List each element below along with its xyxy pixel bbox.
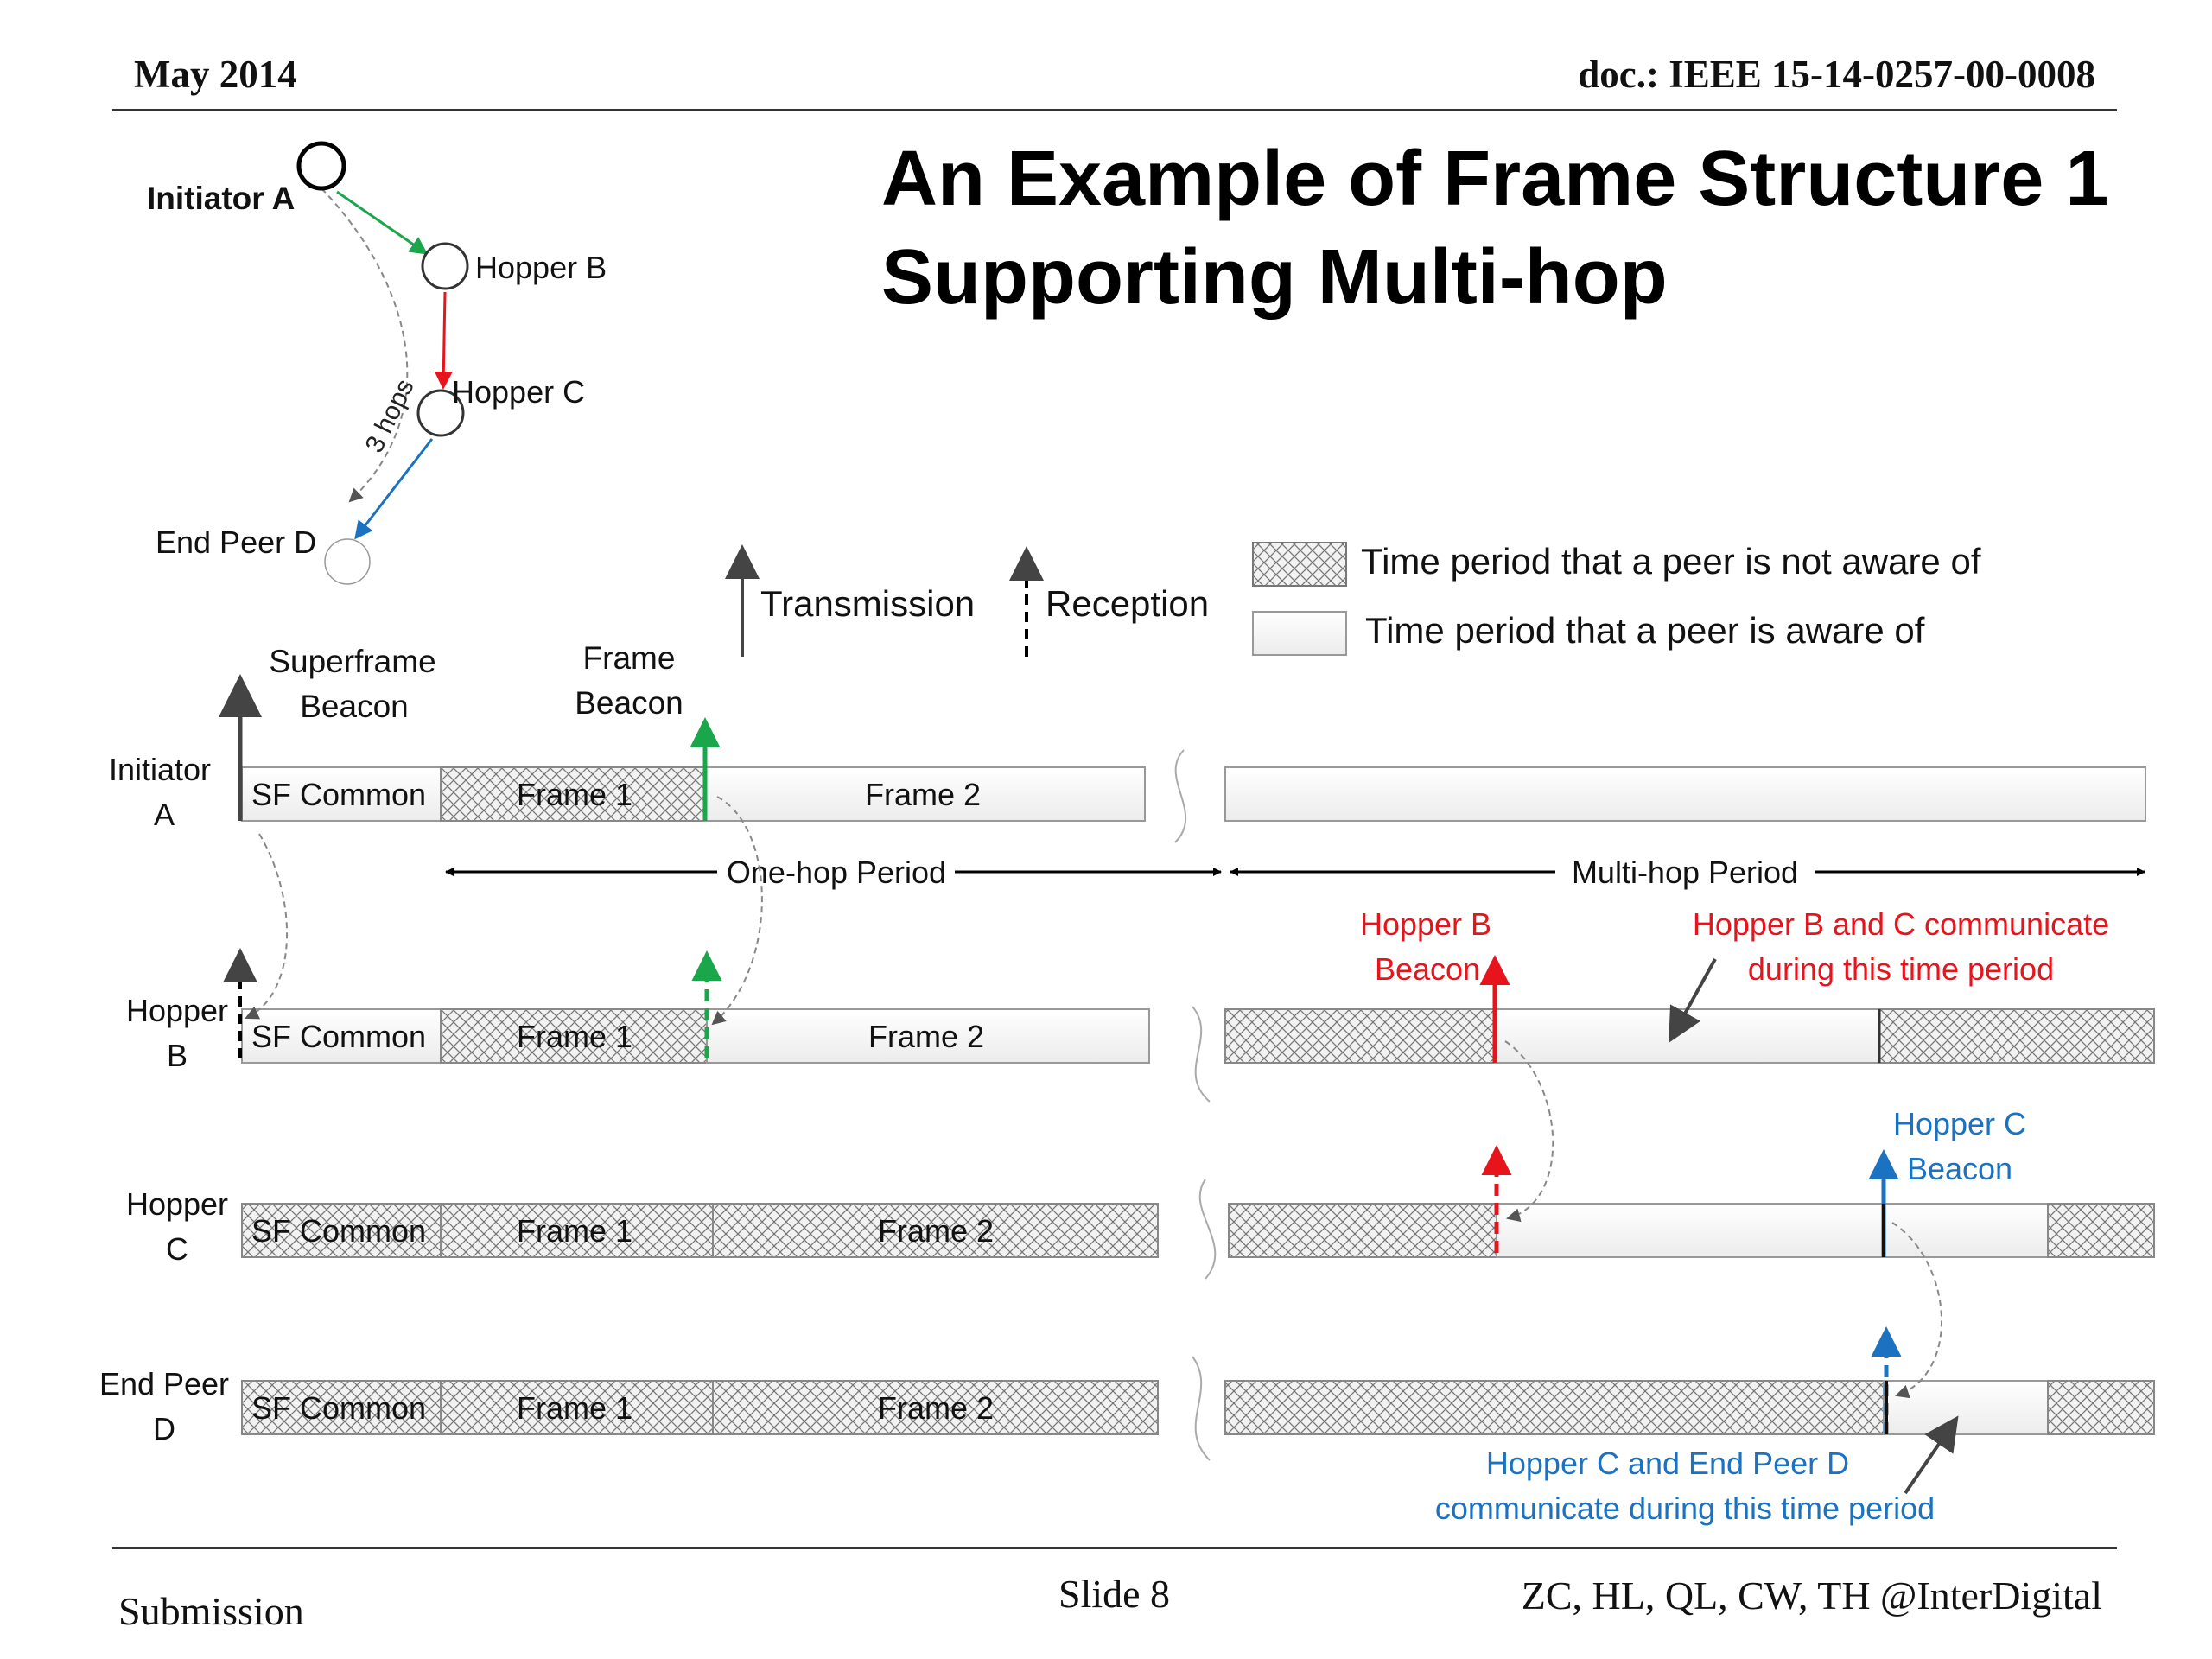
row-a-label-2: A	[154, 797, 175, 832]
row-d-frame2	[712, 1380, 1159, 1435]
row-c-sf-common-label: SF Common	[251, 1213, 426, 1249]
header-doc-id: doc.: IEEE 15-14-0257-00-0008	[1578, 53, 2095, 96]
hopper-cd-note-pointer	[1904, 1415, 1959, 1495]
node-b-label: Hopper B	[475, 250, 607, 285]
row-c-bars: SF Common Frame 1 Frame 2	[241, 1040, 2155, 1280]
row-b-label-1: Hopper	[126, 993, 228, 1028]
row-b-frame1	[440, 1008, 708, 1064]
row-b-break	[1192, 1006, 1211, 1103]
node-c-label: Hopper C	[452, 374, 585, 410]
hopper-cd-note-2: communicate during this time period	[1435, 1491, 1935, 1526]
slide-title-line1: An Example of Frame Structure 1	[881, 136, 2109, 222]
row-d-sf-common	[241, 1380, 442, 1435]
row-d-label-2: D	[153, 1411, 175, 1446]
row-c-multi-aware	[1496, 1203, 2049, 1258]
row-b-label-2: B	[167, 1038, 188, 1073]
footer-authors: ZC, HL, QL, CW, TH @InterDigital	[1521, 1573, 2102, 1618]
legend-aware-label: Time period that a peer is aware of	[1365, 610, 1925, 651]
hopper-cd-note-1: Hopper C and End Peer D	[1486, 1446, 1849, 1481]
node-d	[324, 538, 371, 585]
hopper-b-beacon-relay-curve	[1504, 1040, 1554, 1223]
row-c-multi-hatch1	[1228, 1203, 1497, 1258]
row-c-frame2	[712, 1203, 1159, 1258]
legend-transmission-label: Transmission	[760, 583, 975, 624]
one-hop-period-label: One-hop Period	[727, 855, 946, 890]
hopper-bc-note-pointer	[1669, 958, 1717, 1043]
row-d-label-1: End Peer	[99, 1366, 229, 1402]
row-c-label-2: C	[166, 1231, 188, 1267]
hopper-b-beacon-label-1: Hopper B	[1360, 906, 1491, 942]
row-b-multi-hatch1	[1224, 1008, 1496, 1064]
row-a-bars: SF Common Frame 1 Frame 2	[219, 674, 2146, 843]
superframe-beacon-label-1: Superframe	[269, 644, 435, 679]
node-b	[421, 242, 469, 290]
hops-label: 3 hops	[360, 375, 420, 457]
hopper-b-beacon-label-2: Beacon	[1375, 951, 1480, 987]
row-a-label-1: Initiator	[109, 752, 211, 787]
row-d-frame2-label: Frame 2	[878, 1390, 994, 1426]
node-d-label: End Peer D	[156, 524, 316, 560]
slide-title-line2: Supporting Multi-hop	[881, 234, 1668, 321]
footer-rule	[112, 1547, 2117, 1549]
row-b-sf-common-label: SF Common	[251, 1019, 426, 1054]
row-b-multi-hatch2	[1878, 1008, 2155, 1064]
row-a-multihop	[1224, 766, 2146, 822]
node-c	[416, 389, 465, 437]
footer-submission: Submission	[118, 1589, 304, 1633]
frame-beacon-label-1: Frame	[583, 640, 676, 676]
legend-reception-label: Reception	[1046, 583, 1209, 624]
hopper-c-beacon-label-1: Hopper C	[1893, 1106, 2026, 1141]
legend-aware-swatch	[1252, 611, 1347, 656]
link-b-c	[434, 291, 453, 390]
row-d-multi-hatch2	[2047, 1380, 2155, 1435]
row-b-frame2-label: Frame 2	[868, 1019, 984, 1054]
hopper-c-beacon-label-2: Beacon	[1907, 1151, 2012, 1186]
hopper-bc-note-1: Hopper B and C communicate	[1693, 906, 2109, 942]
legend-not-aware-label: Time period that a peer is not aware of	[1361, 541, 1981, 582]
row-a-frame1	[440, 766, 705, 822]
header-date: May 2014	[134, 53, 297, 96]
header-rule	[112, 109, 2117, 111]
row-d-bars: SF Common Frame 1 Frame 2	[241, 1222, 2155, 1461]
legend-not-aware-swatch	[1252, 542, 1347, 587]
row-c-frame1	[440, 1203, 714, 1258]
row-d-frame1-label: Frame 1	[517, 1390, 632, 1426]
row-d-sf-common-label: SF Common	[251, 1390, 426, 1426]
row-a-frame1-label: Frame 1	[517, 777, 632, 812]
row-b-frame2	[706, 1008, 1150, 1064]
node-a	[296, 141, 346, 191]
periods: One-hop Period Multi-hop Period	[445, 855, 2145, 890]
sf-beacon-relay-curve	[245, 833, 289, 1020]
link-a-b	[336, 190, 429, 255]
row-d-break	[1192, 1356, 1211, 1461]
frame-beacon-label-2: Beacon	[575, 685, 683, 721]
hops-dashed-curve	[321, 188, 409, 503]
link-c-d	[354, 438, 434, 540]
row-c-frame2-label: Frame 2	[878, 1213, 994, 1249]
row-c-break	[1198, 1179, 1217, 1280]
node-a-label: Initiator A	[147, 181, 295, 216]
row-b-frame1-label: Frame 1	[517, 1019, 632, 1054]
row-a-break	[1174, 749, 1187, 843]
row-b-bars: SF Common Frame 1 Frame 2	[223, 796, 2155, 1103]
superframe-beacon-label-2: Beacon	[300, 689, 409, 724]
multi-hop-period-label: Multi-hop Period	[1572, 855, 1798, 890]
footer-slide-number: Slide 8	[1058, 1572, 1171, 1616]
frame-beacon-relay-curve	[711, 796, 763, 1026]
row-c-label-1: Hopper	[126, 1186, 228, 1222]
row-a-sf-common-label: SF Common	[251, 777, 426, 812]
row-b-multi-aware	[1494, 1008, 1880, 1064]
row-d-multi-aware	[1883, 1380, 2049, 1435]
row-c-frame1-label: Frame 1	[517, 1213, 632, 1249]
row-d-multi-hatch1	[1224, 1380, 1885, 1435]
hopper-c-beacon-relay-curve	[1891, 1222, 1942, 1399]
topology: Initiator A Hopper B Hopper C End Peer D…	[147, 141, 607, 585]
row-d-frame1	[440, 1380, 714, 1435]
row-c-multi-hatch2	[2047, 1203, 2155, 1258]
row-a-frame2-label: Frame 2	[865, 777, 981, 812]
legend: Transmission Reception Time period that …	[725, 541, 1981, 657]
hopper-bc-note-2: during this time period	[1748, 951, 2054, 987]
